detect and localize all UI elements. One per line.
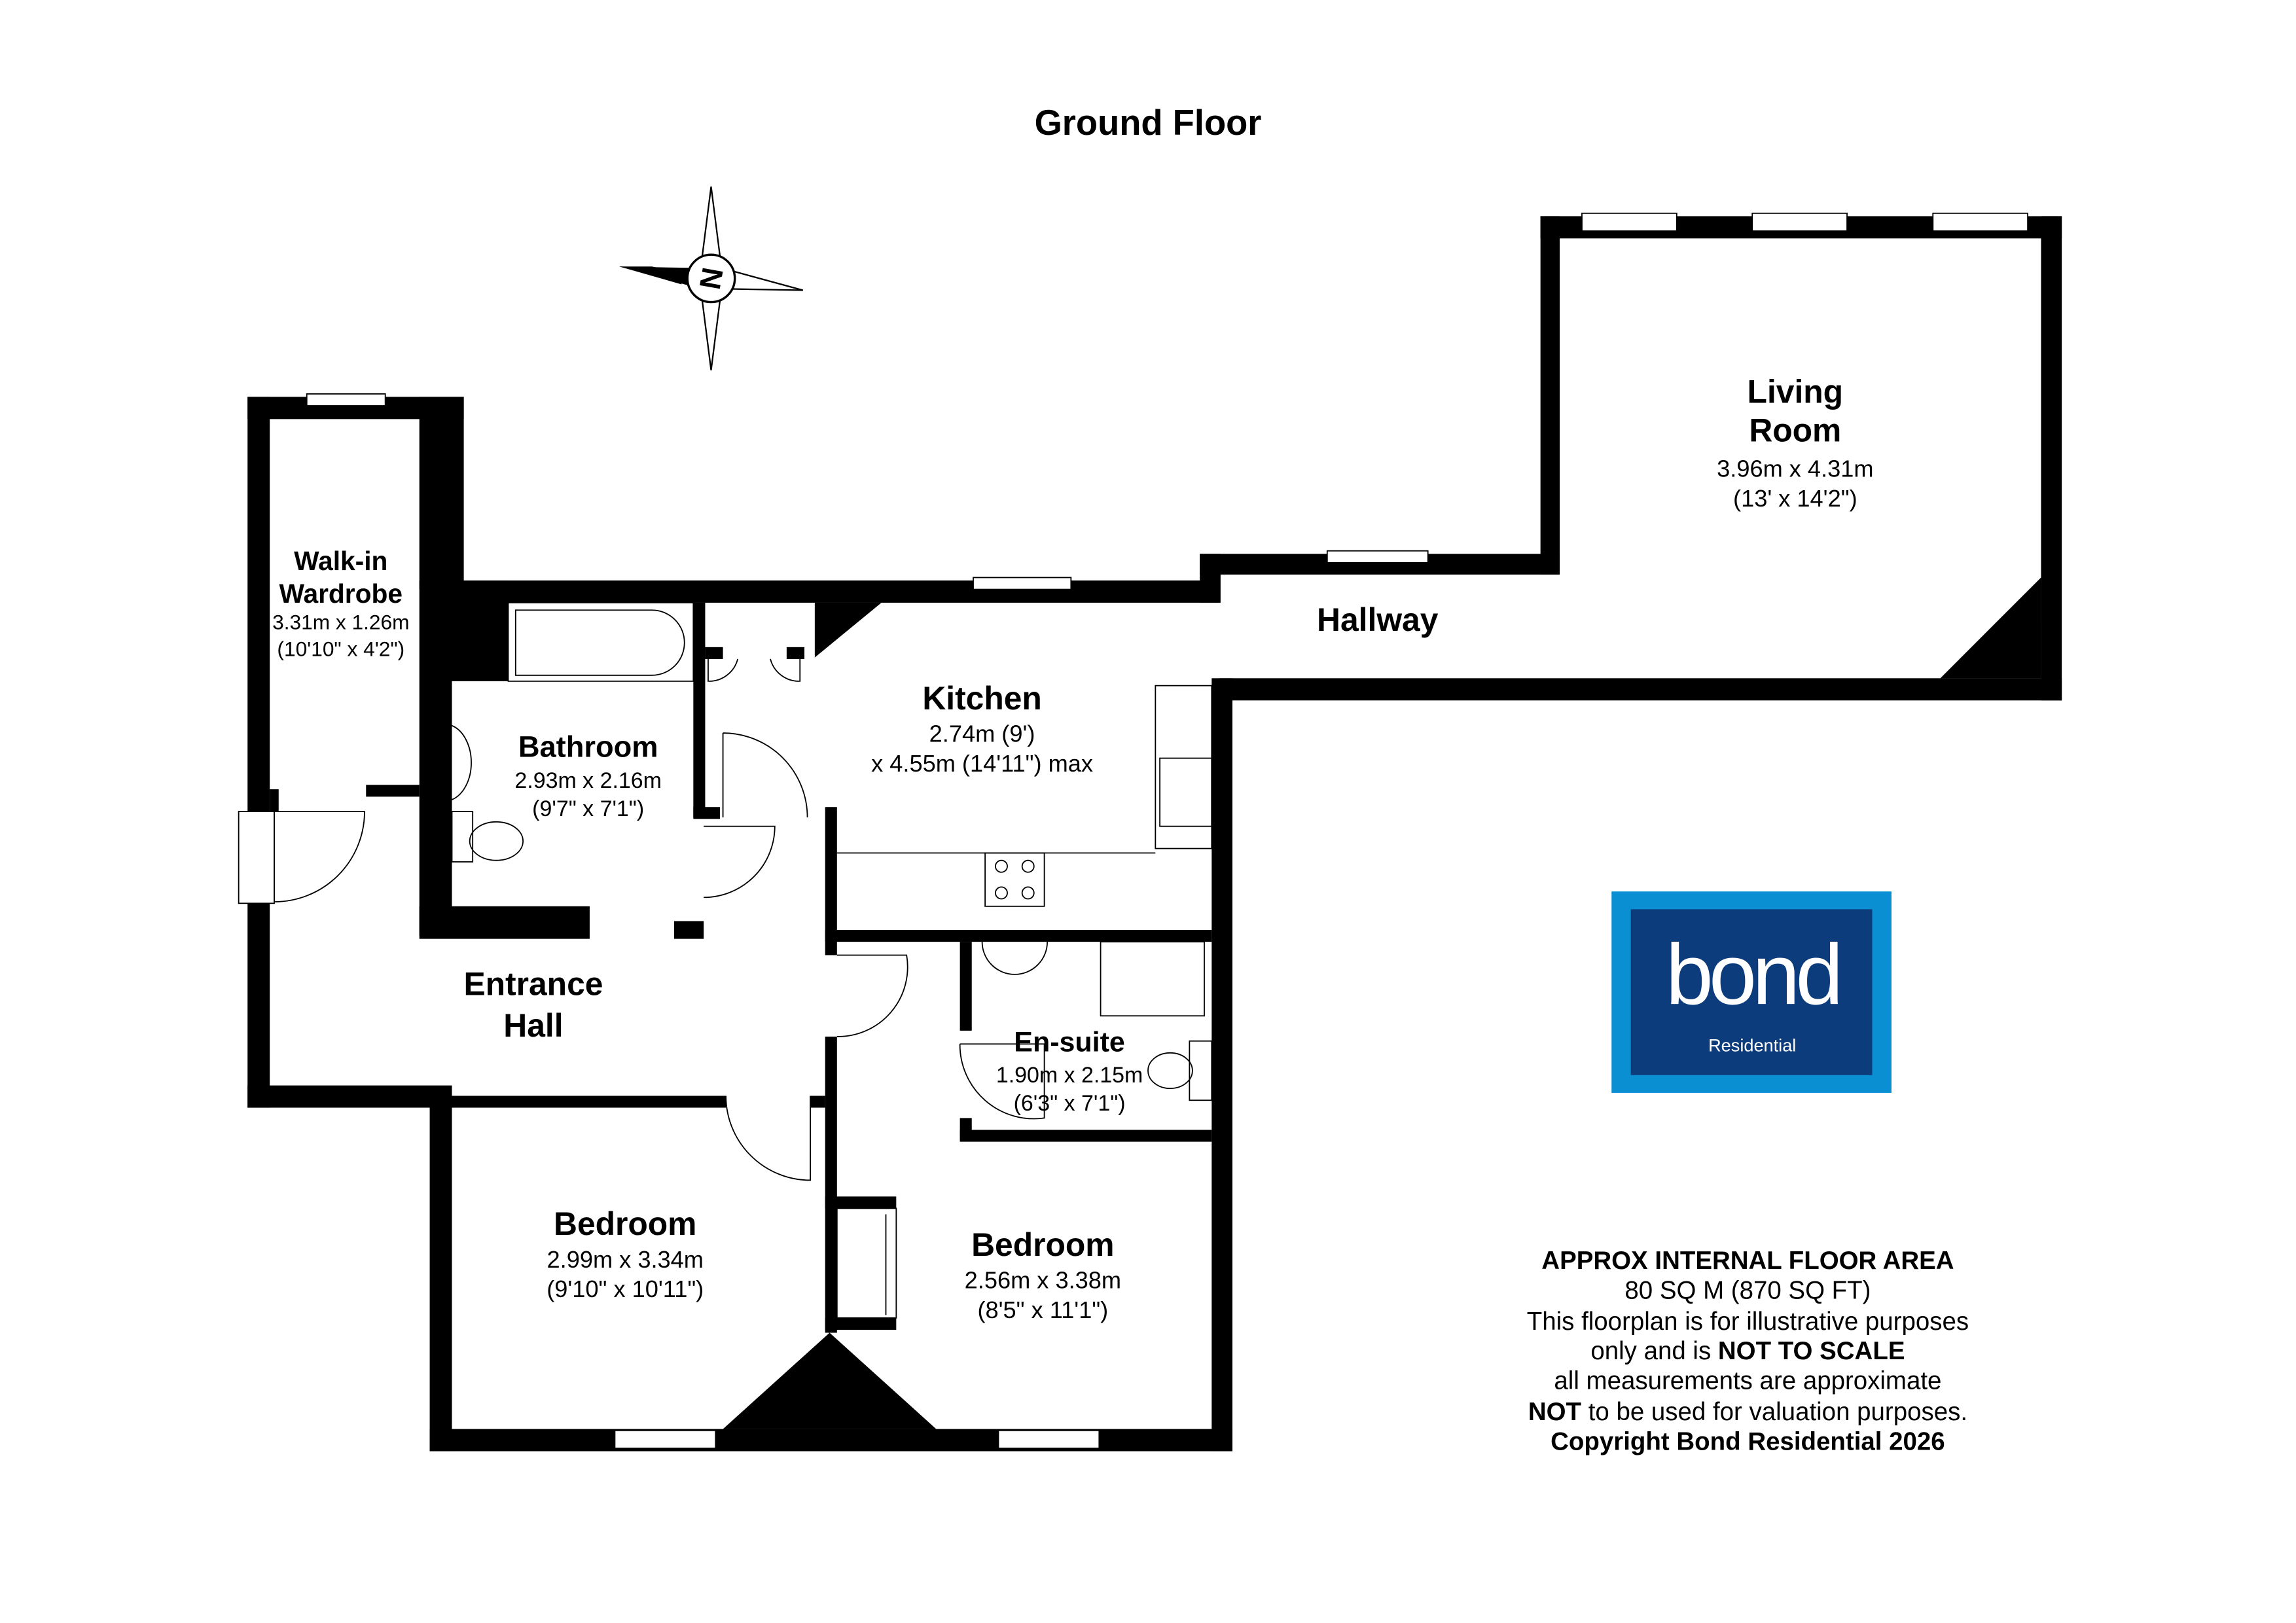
living-name-1: Living: [1748, 373, 1844, 410]
cupboard-doors: [708, 658, 801, 682]
notes-heading: APPROX INTERNAL FLOOR AREA: [1541, 1247, 1954, 1275]
shower-icon: [1100, 941, 1205, 1017]
disclaimer-notes: APPROX INTERNAL FLOOR AREA 80 SQ M (870 …: [1527, 1247, 1969, 1455]
door-ensuite: [959, 1043, 1045, 1120]
ensuite-imperial: (6'3" x 7'1"): [1014, 1091, 1126, 1116]
ensuite-name: En-suite: [1014, 1027, 1125, 1058]
notes-line-2: only and is NOT TO SCALE: [1590, 1337, 1905, 1365]
door-bedroom1: [725, 1096, 811, 1181]
entrance-name-1: Entrance: [463, 966, 603, 1003]
wardrobe-name-2: Wardrobe: [279, 579, 403, 609]
notes-line-1: This floorplan is for illustrative purpo…: [1527, 1308, 1969, 1336]
logo-brand: bond: [1666, 926, 1839, 1022]
door-ensuite-hall: [836, 954, 908, 1037]
wardrobe-imperial: (10'10" x 4'2"): [277, 637, 404, 660]
bath-icon: [514, 609, 685, 676]
basin-icon: [452, 724, 472, 800]
walls: [247, 216, 2062, 1452]
windows: [306, 212, 2028, 1449]
bedroom1-name: Bedroom: [554, 1205, 696, 1242]
compass-north-icon: N: [619, 186, 804, 370]
kitchen-line-1: 2.74m (9'): [929, 721, 1035, 747]
living-metric: 3.96m x 4.31m: [1717, 455, 1873, 482]
ensuite-toilet-icon: [1147, 1052, 1193, 1090]
room-entrance-hall: Entrance Hall: [463, 966, 603, 1044]
hallway-name: Hallway: [1317, 601, 1439, 638]
floor-title: Ground Floor: [1035, 103, 1262, 143]
notes-area: 80 SQ M (870 SQ FT): [1624, 1276, 1871, 1304]
bathroom-metric: 2.93m x 2.16m: [514, 768, 661, 793]
fixtures: [238, 602, 1213, 1319]
notes-copyright: Copyright Bond Residential 2026: [1551, 1427, 1945, 1455]
bathroom-imperial: (9'7" x 7'1"): [532, 796, 644, 821]
toilet-icon: [469, 821, 524, 861]
room-kitchen: Kitchen 2.74m (9') x 4.55m (14'11") max: [871, 680, 1093, 777]
room-wardrobe: Walk-in Wardrobe 3.31m x 1.26m (10'10" x…: [272, 546, 409, 660]
bathroom-name: Bathroom: [518, 730, 658, 763]
bedroom1-metric: 2.99m x 3.34m: [547, 1246, 704, 1273]
door-kitchen: [722, 732, 808, 818]
bond-residential-logo: bond Residential: [1611, 891, 1892, 1093]
wardrobe-metric: 3.31m x 1.26m: [272, 611, 409, 634]
bedroom1-imperial: (9'10" x 10'11"): [547, 1275, 704, 1302]
room-bedroom-2: Bedroom 2.56m x 3.38m (8'5" x 11'1"): [965, 1226, 1121, 1323]
door-wardrobe: [274, 811, 365, 902]
living-imperial: (13' x 14'2"): [1733, 485, 1857, 512]
room-bedroom-1: Bedroom 2.99m x 3.34m (9'10" x 10'11"): [547, 1205, 704, 1302]
hob-icon: [984, 852, 1045, 907]
room-ensuite: En-suite 1.90m x 2.15m (6'3" x 7'1"): [996, 1027, 1143, 1116]
bedroom2-name: Bedroom: [971, 1226, 1114, 1263]
sink-icon: [1159, 757, 1213, 827]
notes-line-4: NOT to be used for valuation purposes.: [1528, 1398, 1967, 1426]
wardrobe-name-1: Walk-in: [294, 546, 387, 576]
room-living: Living Room 3.96m x 4.31m (13' x 14'2"): [1717, 373, 1873, 511]
living-name-2: Room: [1749, 412, 1841, 448]
ensuite-basin-icon: [981, 942, 1049, 975]
logo-sub: Residential: [1708, 1035, 1796, 1056]
bedroom2-metric: 2.56m x 3.38m: [965, 1267, 1121, 1294]
door-bathroom: [704, 825, 776, 899]
room-bathroom: Bathroom 2.93m x 2.16m (9'7" x 7'1"): [514, 730, 661, 821]
bedroom2-imperial: (8'5" x 11'1"): [977, 1296, 1108, 1323]
notes-line-3: all measurements are approximate: [1554, 1366, 1941, 1395]
kitchen-name: Kitchen: [922, 680, 1042, 717]
entrance-name-2: Hall: [503, 1007, 563, 1044]
ensuite-metric: 1.90m x 2.15m: [996, 1063, 1143, 1088]
kitchen-line-2: x 4.55m (14'11") max: [871, 750, 1093, 777]
